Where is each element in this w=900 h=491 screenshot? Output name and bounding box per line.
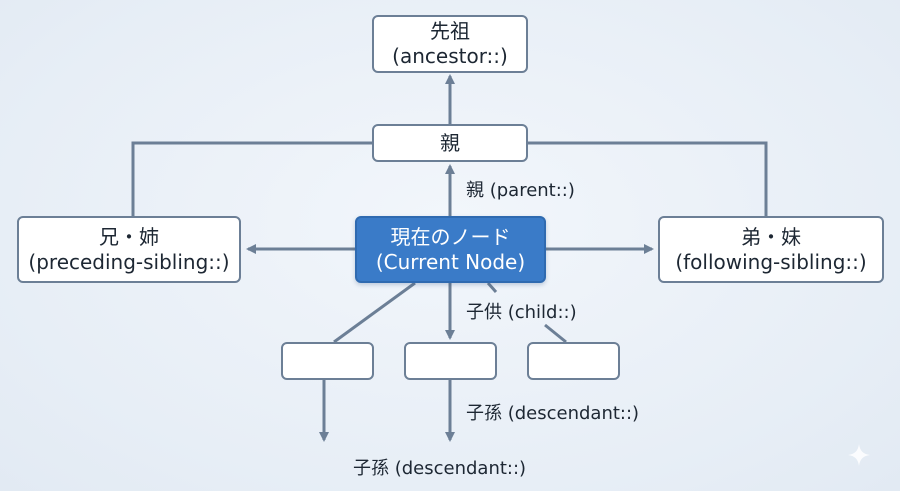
current-node: 現在のノード (Current Node) <box>355 216 546 283</box>
following-title: 弟・妹 <box>741 224 801 249</box>
child-node-middle <box>404 342 497 380</box>
line-current-to-child-right <box>486 282 498 293</box>
parent-title: 親 <box>440 130 460 155</box>
line-parent-to-following <box>527 141 768 216</box>
preceding-sibling-node: 兄・姉 (preceding-sibling::) <box>17 216 241 283</box>
preceding-axis: (preceding-sibling::) <box>28 249 230 274</box>
line-current-to-child-left <box>333 281 416 344</box>
child-node-right <box>527 342 620 380</box>
ancestor-axis: (ancestor::) <box>392 44 508 68</box>
following-axis: (following-sibling::) <box>675 249 867 274</box>
edge-label-parent: 親 (parent::) <box>466 180 575 201</box>
current-title: 現在のノード <box>390 224 511 249</box>
edge-label-descendant-bottom: 子孫 (descendant::) <box>353 458 527 479</box>
preceding-title: 兄・姉 <box>99 224 159 249</box>
line-label-to-child-right <box>544 323 567 344</box>
child-node-left <box>281 342 374 380</box>
ancestor-title: 先祖 <box>430 19 470 43</box>
line-parent-to-preceding <box>131 141 372 216</box>
sparkle-icon <box>848 444 870 466</box>
following-sibling-node: 弟・妹 (following-sibling::) <box>658 216 884 283</box>
current-subtitle: (Current Node) <box>375 249 526 274</box>
edge-label-descendant-middle: 子孫 (descendant::) <box>466 403 640 424</box>
edge-label-child: 子供 (child::) <box>466 302 577 323</box>
parent-node: 親 <box>372 124 528 162</box>
ancestor-node: 先祖 (ancestor::) <box>372 15 528 73</box>
